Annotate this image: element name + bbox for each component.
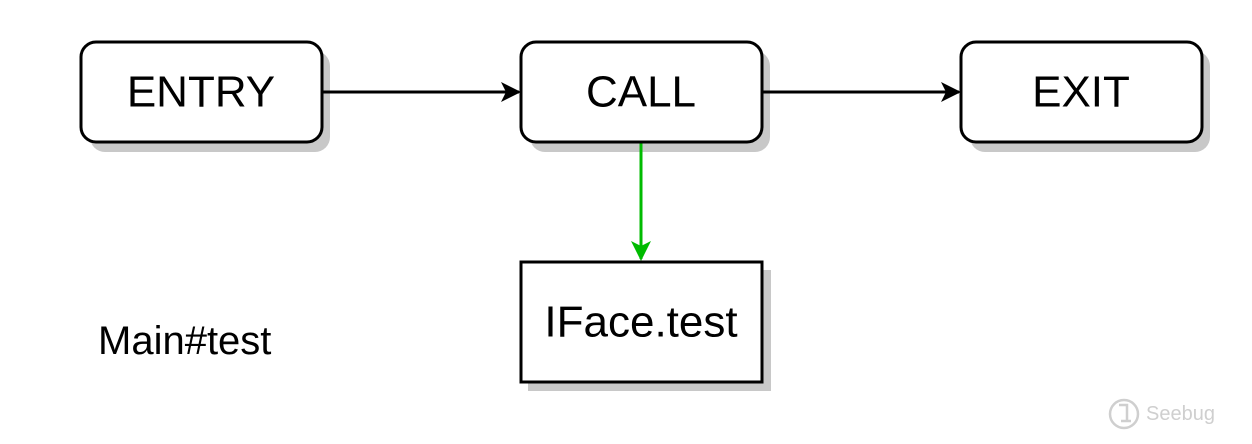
exit-node[interactable]: EXIT [959, 40, 1204, 144]
entry-node-label: ENTRY [127, 68, 275, 117]
call-node[interactable]: CALL [519, 40, 764, 144]
iface-node[interactable]: IFace.test [519, 260, 764, 384]
watermark-text: Seebug [1146, 403, 1215, 425]
iface-node-label: IFace.test [544, 298, 737, 347]
entry-node[interactable]: ENTRY [79, 40, 324, 144]
call-node-label: CALL [586, 68, 696, 117]
diagram-caption: Main#test [98, 319, 271, 363]
exit-node-label: EXIT [1032, 68, 1130, 117]
seebug-logo-icon [1108, 398, 1140, 430]
